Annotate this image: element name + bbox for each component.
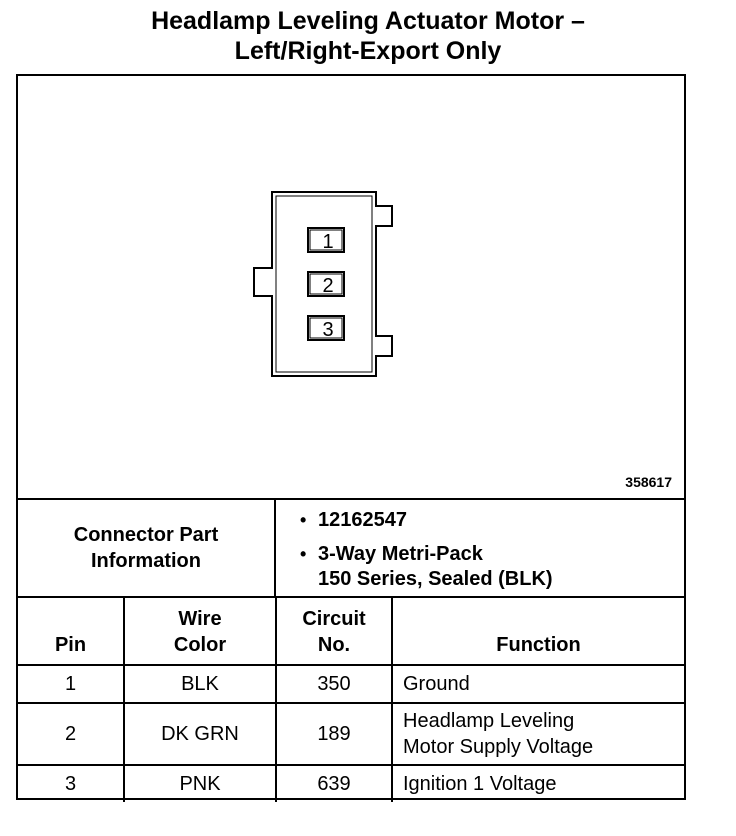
pin-cell: 3 [18,764,125,802]
header-circuit: Circuit No. [275,598,393,666]
pin-table: Pin Wire Color Circuit No. Function 1 BL… [18,598,684,802]
connector-info-list: • 12162547 • 3-Way Metri-Pack 150 Series… [276,500,684,596]
function-line-2: Motor Supply Voltage [403,736,594,758]
header-pin: Pin [18,598,125,666]
connector-drawing: 1 2 3 [253,191,393,377]
title-line-1: Headlamp Leveling Actuator Motor – [151,7,585,35]
circuit-cell: 350 [275,664,393,704]
connector-diagram: 1 2 3 358617 [18,76,684,500]
table-row: 1 BLK 350 Ground [18,664,684,704]
header-circuit-line-1: Circuit [302,608,366,630]
header-function: Function [391,598,684,666]
figure-id: 358617 [625,474,672,490]
connector-outline [253,191,393,377]
connector-inner-outline [275,195,373,373]
bullet-icon: • [300,544,307,564]
connector-frame: 1 2 3 358617 Connector Part Information … [16,74,686,802]
function-cell: Ground [391,664,684,704]
wire-color-cell: PNK [123,764,277,802]
pin-cavity-3 [307,315,345,341]
table-row: 3 PNK 639 Ignition 1 Voltage [18,764,684,802]
pin-cavities: 1 2 3 [307,227,345,341]
circuit-cell: 639 [275,764,393,802]
connector-type-line-1: 3-Way Metri-Pack [318,543,483,565]
pin-label-1: 1 [322,231,333,253]
circuit-cell: 189 [275,702,393,766]
table-row: 2 DK GRN 189 Headlamp Leveling Motor Sup… [18,702,684,766]
pin-table-header: Pin Wire Color Circuit No. Function [18,598,684,666]
wire-color-cell: BLK [123,664,277,704]
pin-cavity-1 [307,227,345,253]
info-label-line-1: Connector Part [73,524,219,546]
function-line-1: Ground [403,673,470,695]
pin-cell: 1 [18,664,125,704]
connector-info-label: Connector Part Information [18,500,276,596]
header-wire-color-line-2: Color [173,634,227,656]
wire-color-cell: DK GRN [123,702,277,766]
part-number: 12162547 [318,509,407,531]
function-cell: Ignition 1 Voltage [391,764,684,802]
function-line-1: Headlamp Leveling [403,710,575,732]
header-wire-color-line-1: Wire [178,608,222,630]
pin-cavity-2 [307,271,345,297]
bullet-icon: • [300,510,307,530]
header-circuit-line-2: No. [317,634,351,656]
document-title: Headlamp Leveling Actuator Motor – Left/… [0,6,736,66]
connector-type-line-2: 150 Series, Sealed (BLK) [318,568,553,590]
info-label-line-2: Information [91,550,201,572]
function-cell: Headlamp Leveling Motor Supply Voltage [391,702,684,766]
pin-label-3: 3 [322,319,333,341]
pin-cell: 2 [18,702,125,766]
connector-info-row: Connector Part Information • 12162547 • … [18,500,684,598]
function-line-1: Ignition 1 Voltage [403,773,557,795]
header-wire-color: Wire Color [123,598,277,666]
title-line-2: Left/Right-Export Only [234,37,502,65]
pin-label-2: 2 [322,275,333,297]
